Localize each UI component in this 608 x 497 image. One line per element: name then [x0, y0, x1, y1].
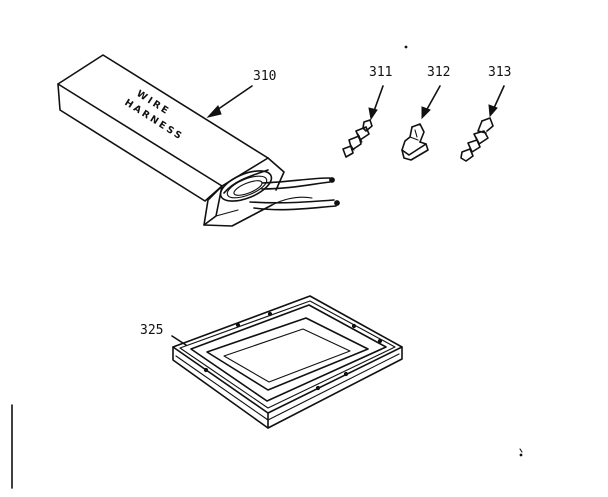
callout-310-arrow [206, 85, 253, 118]
callout-311-arrow [368, 85, 384, 121]
callout-325: 325 [140, 323, 163, 338]
callout-312-arrow [421, 85, 441, 120]
callout-313-arrow [488, 85, 505, 118]
wire-harness-box: WIRE HARNESS [57, 54, 340, 227]
callout-312: 312 [427, 65, 450, 80]
terminal-312 [401, 123, 429, 161]
terminal-311 [342, 119, 373, 158]
drip-pan [172, 295, 403, 429]
terminal-313 [460, 117, 494, 162]
callout-311: 311 [369, 65, 392, 80]
callout-313: 313 [488, 65, 511, 80]
scan-artifacts [11, 45, 523, 489]
callout-310: 310 [253, 69, 276, 84]
